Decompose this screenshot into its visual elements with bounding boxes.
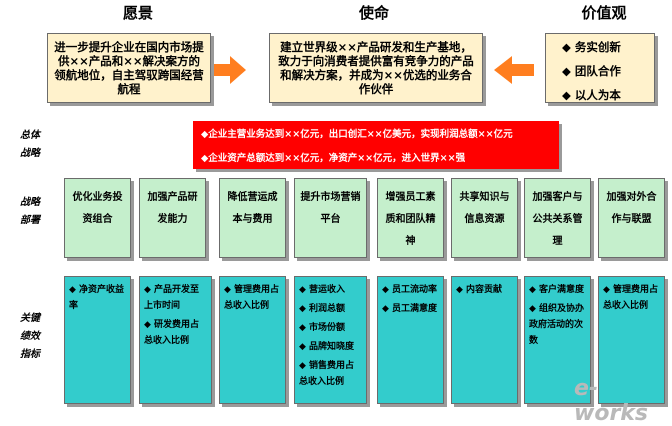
- kpi-item: ◆ 客户满意度: [529, 285, 585, 295]
- kpi-item: ◆ 销售费用占总收入比例: [299, 361, 355, 387]
- kpi-box: ◆ 管理费用占总收入比例: [219, 276, 286, 404]
- mission-header: 使命: [358, 4, 389, 22]
- kpi-item: ◆ 净资产收益率: [69, 285, 125, 311]
- values-item: ◆ 以人为本: [562, 88, 621, 102]
- kpi-box: ◆ 员工流动率 ◆ 员工满意度: [377, 276, 444, 404]
- right-arrow-icon: [214, 56, 246, 84]
- kpi-label: 关键 绩效 指标: [20, 313, 40, 360]
- kpi-box: ◆ 管理费用占总收入比例: [598, 276, 665, 404]
- strategy-box: 提升市场营销平台: [294, 178, 367, 258]
- kpi-item: ◆ 组织及协办政府活动的次数: [529, 304, 585, 346]
- kpi-item: ◆ 管理费用占总收入比例: [224, 285, 280, 311]
- kpi-item: ◆ 市场份额: [299, 323, 346, 333]
- strategy-deployment-label: 战略 部署: [20, 197, 40, 226]
- strategy-box: 增强员工素质和团队精神: [377, 178, 444, 258]
- strategy-box: 降低营运成本与费用: [219, 178, 286, 258]
- values-item: ◆ 务实创新: [562, 40, 621, 54]
- kpi-box: ◆ 客户满意度 ◆ 组织及协办政府活动的次数: [524, 276, 591, 404]
- kpi-box: ◆ 内容贡献: [451, 276, 518, 404]
- kpi-box: ◆ 营运收入 ◆ 利润总额 ◆ 市场份额 ◆ 品牌知晓度 ◆ 销售费用占总收入比…: [294, 276, 367, 404]
- left-arrow-icon: [494, 56, 534, 84]
- kpi-item: ◆ 产品开发至上市时间: [144, 285, 200, 311]
- kpi-item: ◆ 员工满意度: [382, 304, 438, 314]
- arrow-values-to-mission: [494, 56, 534, 84]
- values-box: ◆ 务实创新 ◆ 团队合作 ◆ 以人为本: [545, 33, 655, 103]
- strategy-box: 优化业务投资组合: [64, 178, 131, 258]
- mission-box: 建立世界级××产品研发和生产基地，致力于向消费者提供富有竞争力的产品和解决方案，…: [269, 33, 483, 103]
- kpi-item: ◆ 管理费用占总收入比例: [603, 285, 659, 311]
- kpi-box: ◆ 净资产收益率: [64, 276, 131, 404]
- kpi-box: ◆ 产品开发至上市时间 ◆ 研发费用占总收入比例: [139, 276, 212, 404]
- values-header: 价值观: [581, 4, 627, 22]
- arrow-vision-to-mission: [214, 56, 246, 84]
- kpi-item: ◆ 研发费用占总收入比例: [144, 320, 200, 346]
- vision-box: 进一步提升企业在国内市场提供××产品和××解决案方的领航地位，自主驾驭跨国经营航…: [47, 33, 211, 103]
- strategy-box: 加强产品研发能力: [139, 178, 206, 258]
- overall-strategy-item: ◆企业资产总额达到××亿元，净资产××亿元，进入世界××强: [201, 153, 466, 164]
- overall-strategy-label: 总体 战略: [20, 130, 40, 159]
- kpi-item: ◆ 品牌知晓度: [299, 342, 355, 352]
- watermark-logo: e-works: [574, 376, 649, 426]
- mission-text: 建立世界级××产品研发和生产基地，致力于向消费者提供富有竞争力的产品和解决方案，…: [278, 40, 474, 96]
- kpi-item: ◆ 营运收入: [299, 285, 346, 295]
- kpi-item: ◆ 员工流动率: [382, 285, 438, 295]
- kpi-item: ◆ 利润总额: [299, 304, 346, 314]
- strategy-box: 共享知识与信息资源: [451, 178, 518, 258]
- overall-strategy-box: ◆企业主营业务达到××亿元，出口创汇××亿美元，实现利润总额××亿元 ◆企业资产…: [193, 121, 559, 169]
- strategy-box: 加强对外合作与联盟: [598, 178, 665, 258]
- vision-text: 进一步提升企业在国内市场提供××产品和××解决案方的领航地位，自主驾驭跨国经营航…: [54, 40, 204, 96]
- strategy-box: 加强客户与公共关系管理: [524, 178, 591, 258]
- overall-strategy-item: ◆企业主营业务达到××亿元，出口创汇××亿美元，实现利润总额××亿元: [201, 129, 513, 140]
- kpi-item: ◆ 内容贡献: [456, 285, 503, 295]
- values-item: ◆ 团队合作: [562, 64, 621, 78]
- vision-header: 愿景: [122, 4, 153, 22]
